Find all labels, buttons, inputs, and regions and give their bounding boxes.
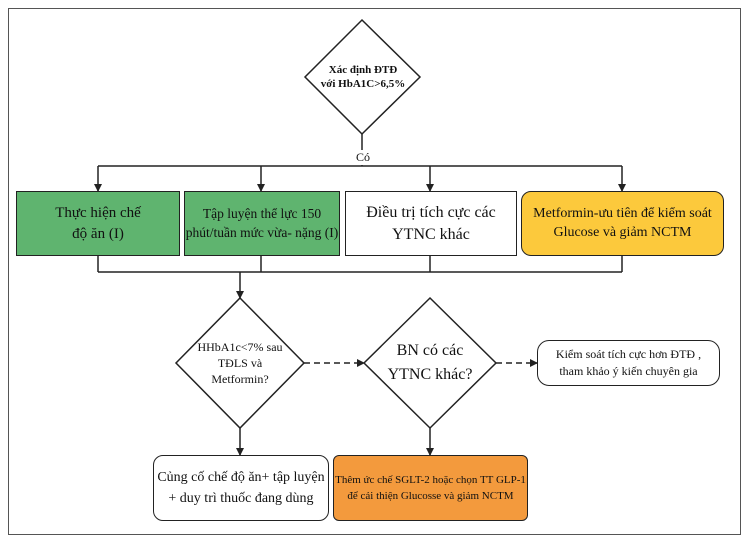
exercise-box: Tập luyện thể lực 150 phút/tuần mức vừa-… — [184, 191, 340, 256]
hba1c-diamond-text: HHbA1c<7% sau TĐLS và Metformin? — [197, 339, 283, 387]
diagram-frame — [8, 8, 741, 535]
start-diamond-text: Xác định ĐTĐ với HbA1C>6,5% — [320, 63, 406, 90]
sglt2-box: Thêm ức chế SGLT-2 hoặc chọn TT GLP-1 để… — [333, 455, 528, 521]
diet-box: Thực hiện chế độ ăn (I) — [16, 191, 180, 256]
maintain-box: Củng cố chế độ ăn+ tập luyện + duy trì t… — [153, 455, 329, 521]
control-box: Kiểm soát tích cực hơn ĐTĐ , tham khảo ý… — [537, 340, 720, 386]
bn-diamond-text: BN có các YTNC khác? — [387, 342, 473, 383]
yes-label: Có — [354, 150, 373, 165]
metformin-box: Metformin-ưu tiên để kiểm soát Glucose v… — [521, 191, 724, 256]
ytnc-box: Điều trị tích cực các YTNC khác — [345, 191, 517, 256]
